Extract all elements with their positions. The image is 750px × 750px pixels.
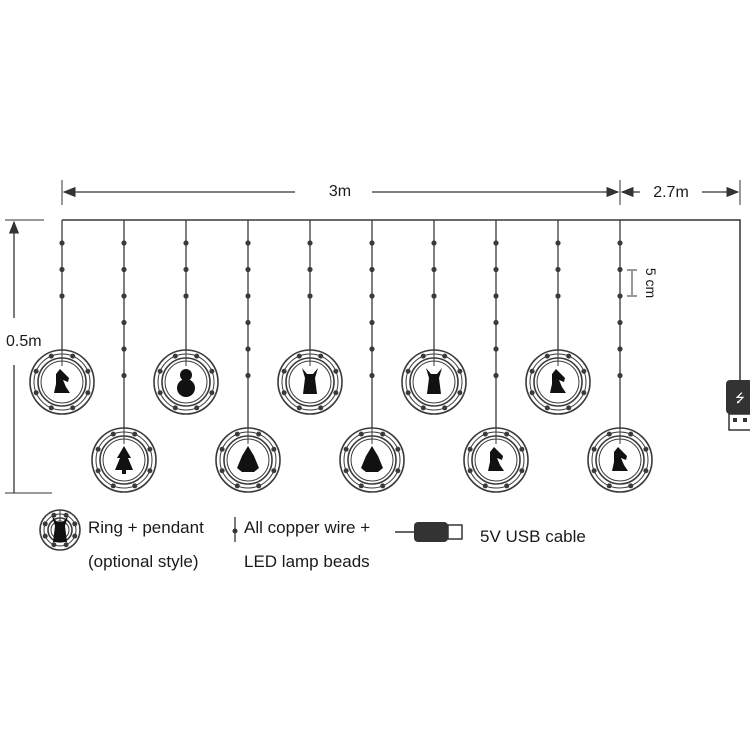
led-bead xyxy=(493,293,499,299)
led-bead xyxy=(493,240,499,246)
usb-cable-icon xyxy=(395,522,463,542)
led-bead xyxy=(369,346,375,352)
legend: Ring + pendant (optional style) All copp… xyxy=(39,509,586,571)
reindeer-pendant-icon xyxy=(302,368,318,394)
led-bead xyxy=(555,293,561,299)
tree-pendant-icon xyxy=(115,446,133,474)
led-bead xyxy=(369,240,375,246)
led-bead xyxy=(617,266,623,273)
led-bead xyxy=(307,266,313,273)
led-bead xyxy=(493,319,499,326)
led-bead xyxy=(617,372,623,379)
horse-pendant-icon xyxy=(54,369,70,393)
led-bead xyxy=(431,293,437,299)
width-label: 3m xyxy=(329,183,351,200)
ring-pendant xyxy=(91,427,157,493)
snowman-pendant-icon xyxy=(177,369,195,397)
ring-pendant xyxy=(215,427,281,493)
led-bead xyxy=(121,240,127,246)
reindeer-pendant-icon xyxy=(52,516,68,542)
led-bead xyxy=(59,266,65,273)
ring-pendant xyxy=(153,349,219,415)
legend-wire-line1: All copper wire + xyxy=(244,518,370,537)
led-bead xyxy=(183,240,189,246)
led-bead xyxy=(369,319,375,326)
led-bead xyxy=(431,266,437,273)
led-bead xyxy=(431,240,437,246)
led-bead xyxy=(493,372,499,379)
led-bead xyxy=(369,293,375,299)
led-bead xyxy=(493,266,499,273)
light-strands xyxy=(29,219,653,493)
led-bead xyxy=(121,346,127,352)
led-bead xyxy=(245,346,251,352)
ring-pendant xyxy=(29,349,95,415)
spacing-dimension: 5 cm xyxy=(627,268,659,298)
led-bead xyxy=(183,293,189,299)
ring-pendant xyxy=(339,427,405,493)
cable-length-label: 2.7m xyxy=(653,184,689,201)
horse-pendant-icon xyxy=(550,369,566,393)
legend-wire-line2: LED lamp beads xyxy=(244,552,370,571)
legend-ring-line2: (optional style) xyxy=(88,552,199,571)
horse-pendant-icon xyxy=(488,447,504,471)
reindeer-pendant-icon xyxy=(426,368,442,394)
led-bead xyxy=(121,293,127,299)
ring-pendant-icon xyxy=(39,509,81,551)
santa-pendant-icon xyxy=(237,446,259,472)
height-label: 0.5m xyxy=(6,333,42,350)
led-bead xyxy=(493,346,499,352)
horse-pendant-icon xyxy=(612,447,628,471)
legend-ring-line1: Ring + pendant xyxy=(88,518,204,537)
led-bead xyxy=(245,293,251,299)
ring-pendant xyxy=(401,349,467,415)
led-bead xyxy=(121,266,127,273)
usb-plug-icon xyxy=(726,380,750,414)
led-bead xyxy=(245,372,251,379)
santa-pendant-icon xyxy=(361,446,383,472)
spacing-label: 5 cm xyxy=(643,268,659,298)
ring-pendant xyxy=(39,509,81,551)
led-bead xyxy=(245,266,251,273)
led-bead xyxy=(245,319,251,326)
led-bead xyxy=(307,293,313,299)
led-bead xyxy=(555,240,561,246)
led-bead xyxy=(183,266,189,273)
led-bead xyxy=(59,293,65,299)
svg-text:⭍: ⭍ xyxy=(735,391,745,405)
led-bead xyxy=(617,293,623,299)
led-bead xyxy=(617,319,623,326)
led-bead xyxy=(307,240,313,246)
led-bead xyxy=(59,240,65,246)
ring-pendant xyxy=(525,349,591,415)
led-bead xyxy=(617,346,623,352)
usb-cable: ⭍ xyxy=(620,219,750,431)
led-bead xyxy=(617,240,623,246)
ring-pendant xyxy=(587,427,653,493)
led-bead xyxy=(555,266,561,273)
width-dimension: 3m 2.7m xyxy=(61,180,741,205)
ring-pendant xyxy=(277,349,343,415)
led-bead xyxy=(121,319,127,326)
led-bead xyxy=(369,372,375,379)
legend-usb-label: 5V USB cable xyxy=(480,527,586,546)
led-bead xyxy=(121,372,127,379)
copper-wire-icon xyxy=(232,517,238,542)
ring-pendant xyxy=(463,427,529,493)
led-bead xyxy=(369,266,375,273)
height-dimension: 0.5m xyxy=(5,219,52,494)
led-bead xyxy=(245,240,251,246)
